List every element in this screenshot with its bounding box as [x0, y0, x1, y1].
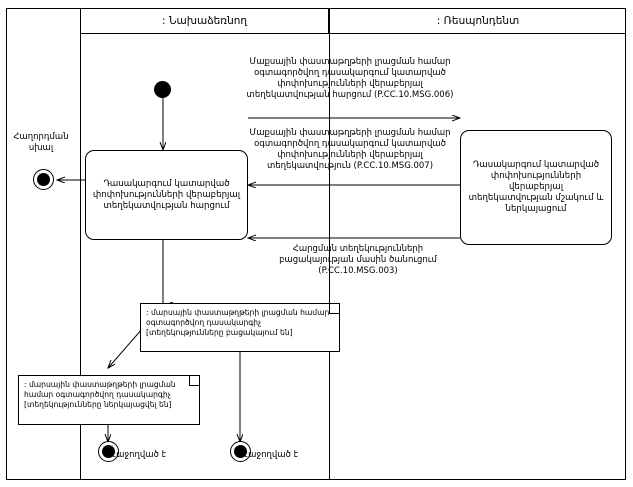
note-folded-corner-icon-2 — [189, 376, 199, 386]
final-node-b-label: Հաջողված է — [242, 450, 298, 460]
diagram-frame — [6, 8, 626, 480]
final-node-b — [230, 441, 251, 462]
final-node-a — [98, 441, 119, 462]
activity-respondent[interactable]: Դասակարգում կատարված փոփոխությունների վե… — [460, 130, 612, 245]
activity-initiator[interactable]: Դասակարգում կատարված փոփոխությունների վե… — [85, 150, 248, 240]
swimlane-divider-left — [80, 34, 81, 480]
final-node-a-label: Հաջողված է — [110, 450, 166, 460]
swimlane-divider-middle — [329, 34, 330, 480]
swimlane-header-initiator-label: : Նախաձեռնող — [161, 14, 248, 27]
final-node-error-label: Հաղորդման սխալ — [13, 132, 69, 154]
swimlane-header-respondent-label: : Ռեսպոնդենտ — [436, 14, 520, 27]
note-information-provided: : մարսային փաստաթղթերի լրացման համար օգտ… — [18, 375, 200, 425]
note-no-information: : մարսային փաստաթղթերի լրացման համար օգտ… — [140, 303, 340, 352]
note-no-information-text: : մարսային փաստաթղթերի լրացման համար օգտ… — [146, 308, 330, 337]
note-information-provided-text: : մարսային փաստաթղթերի լրացման համար օգտ… — [24, 380, 176, 409]
initial-node — [154, 81, 171, 98]
activity-respondent-label: Դասակարգում կատարված փոփոխությունների վե… — [468, 160, 604, 214]
swimlane-header-initiator: : Նախաձեռնող — [80, 8, 329, 34]
message-label-003: Հարցման տեղեկությունների բացակայության մ… — [279, 244, 437, 277]
message-label-006: Մաքսային փաստաթղթերի լրացման համար օգտագ… — [246, 57, 454, 101]
activity-initiator-label: Դասակարգում կատարված փոփոխությունների վե… — [92, 178, 241, 211]
swimlane-header-respondent: : Ռեսպոնդենտ — [329, 8, 626, 34]
note-folded-corner-icon — [329, 304, 339, 314]
message-label-007: Մաքսային փաստաթղթերի լրացման համար օգտագ… — [249, 128, 451, 172]
final-node-error — [33, 169, 54, 190]
